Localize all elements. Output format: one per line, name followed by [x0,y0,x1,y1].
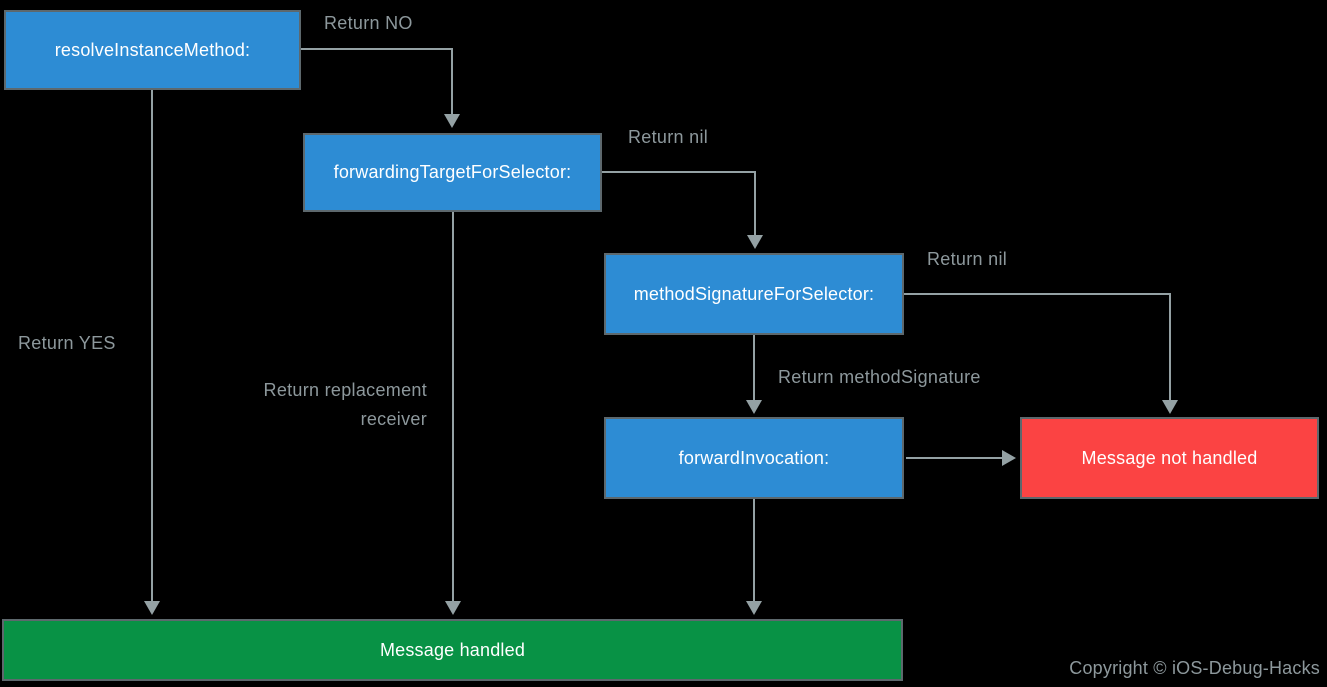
edge-label-return-yes: Return YES [18,333,116,353]
copyright-text: Copyright © iOS-Debug-Hacks [1069,658,1320,678]
edge-label-return-replacement-receiver: Return replacement receiver [264,376,427,434]
edge-label-return-replacement-line1: Return replacement [263,380,427,400]
node-forwarding-target-for-selector: forwardingTargetForSelector: [303,133,602,212]
node-message-handled-label: Message handled [379,639,526,660]
edge-label-return-replacement-line2: receiver [360,409,427,429]
edge-forwarding-to-signature [602,171,763,249]
node-forwarding-target-for-selector-label: forwardingTargetForSelector: [333,162,572,182]
node-method-signature-for-selector-label: methodSignatureForSelector: [633,283,875,304]
node-forward-invocation: forwardInvocation: [604,417,904,499]
node-resolve-instance-method: resolveInstanceMethod: [4,10,301,90]
node-forward-invocation-label: forwardInvocation: [678,447,830,468]
node-message-handled: Message handled [2,619,903,681]
node-method-signature-for-selector: methodSignatureForSelector: [604,253,904,335]
node-resolve-instance-method-label: resolveInstanceMethod: [54,39,251,60]
edge-label-return-nil-forwarding: Return nil [628,127,709,147]
edge-resolve-to-forwarding [301,48,460,128]
edge-signature-to-nothandled [904,293,1178,414]
node-message-not-handled: Message not handled [1020,417,1319,499]
edge-label-return-method-signature: Return methodSignature [778,367,981,387]
node-message-not-handled-label: Message not handled [1081,447,1258,468]
edge-label-return-no: Return NO [324,13,413,33]
edge-label-return-nil-signature: Return nil [927,249,1008,269]
